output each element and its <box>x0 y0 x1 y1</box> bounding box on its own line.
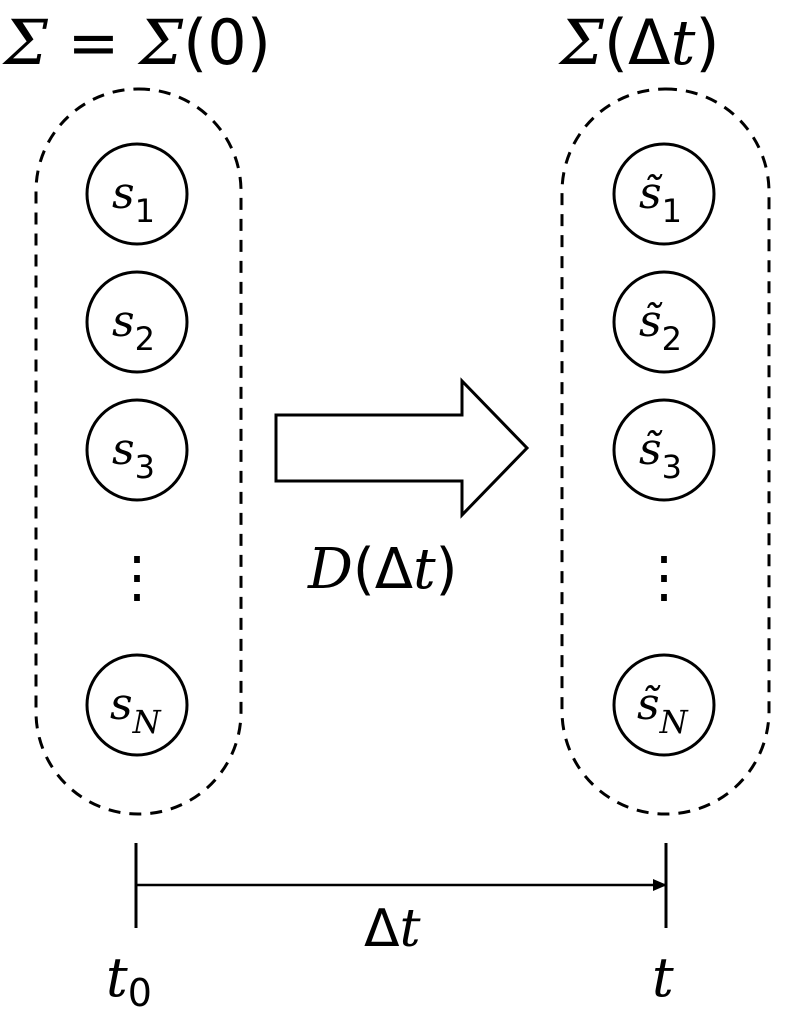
left-state-n-label: sN <box>110 679 162 741</box>
timeline-interval-label: Δt <box>364 899 421 959</box>
right-state-2: s̃2 <box>612 270 716 374</box>
left-state-2: s2 <box>85 270 189 374</box>
right-state-2-label: s̃2 <box>639 296 682 358</box>
right-state-n-label: s̃N <box>637 679 689 741</box>
right-state-1: s̃1 <box>612 142 716 246</box>
timeline-start-label: t0 <box>106 946 152 1013</box>
right-state-n: s̃N <box>612 653 716 757</box>
right-state-1-label: s̃1 <box>639 168 682 230</box>
timeline-end-label: t <box>652 946 674 1009</box>
left-state-2-label: s2 <box>112 296 155 358</box>
transition-label: D(Δt) <box>307 537 457 602</box>
left-state-3-label: s3 <box>112 424 155 486</box>
right-ellipsis: ⋮ <box>636 545 692 610</box>
transition-block-arrow <box>274 377 530 519</box>
right-state-3-label: s̃3 <box>639 424 682 486</box>
left-state-1-label: s1 <box>112 168 155 230</box>
left-state-1: s1 <box>85 142 189 246</box>
right-state-3: s̃3 <box>612 398 716 502</box>
left-set-label: Σ = Σ(0) <box>2 6 271 79</box>
left-set-container <box>34 87 243 816</box>
left-state-n: sN <box>85 653 189 757</box>
left-state-3: s3 <box>85 398 189 502</box>
right-set-label: Σ(Δt) <box>558 6 720 79</box>
left-ellipsis: ⋮ <box>109 545 165 610</box>
right-set-container <box>560 87 771 816</box>
